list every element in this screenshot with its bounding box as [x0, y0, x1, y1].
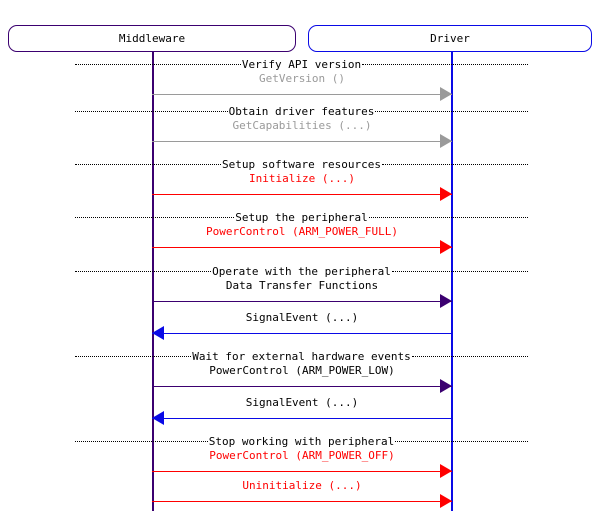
- message-uninitialize[interactable]: Uninitialize (...): [152, 479, 452, 509]
- section-divider-setup-software-resources: Setup software resources: [75, 157, 529, 171]
- message-powercontrol-full[interactable]: PowerControl (ARM_POWER_FULL): [152, 225, 452, 255]
- divider-rule-right: [411, 355, 529, 357]
- section-divider-wait-for-external-hardware-events: Wait for external hardware events: [75, 349, 529, 363]
- divider-rule-left: [75, 216, 235, 218]
- arrowhead-left-icon: [152, 411, 164, 425]
- divider-rule-right: [368, 216, 529, 218]
- message-line: [152, 141, 452, 142]
- section-caption: Wait for external hardware events: [192, 349, 411, 363]
- message-label: SignalEvent (...): [245, 311, 359, 324]
- arrowhead-right-icon: [440, 379, 452, 393]
- arrowhead-right-icon: [440, 494, 452, 508]
- section-divider-stop-working-with-peripheral: Stop working with peripheral: [75, 434, 528, 448]
- arrowhead-right-icon: [440, 87, 452, 101]
- divider-rule-left: [75, 440, 208, 442]
- section-caption: Stop working with peripheral: [208, 434, 395, 448]
- message-label: PowerControl (ARM_POWER_LOW): [209, 364, 395, 377]
- lifeline-middleware: [152, 52, 154, 511]
- section-caption: Verify API version: [241, 57, 362, 71]
- message-line: [152, 333, 452, 334]
- actor-label-driver: Driver: [430, 32, 470, 45]
- message-line: [152, 418, 452, 419]
- divider-rule-left: [75, 163, 222, 165]
- message-label: Data Transfer Functions: [225, 279, 379, 292]
- section-divider-operate-with-the-peripheral: Operate with the peripheral: [75, 264, 528, 278]
- message-line: [152, 386, 452, 387]
- section-caption: Operate with the peripheral: [212, 264, 391, 278]
- arrowhead-right-icon: [440, 187, 452, 201]
- message-line: [152, 501, 452, 502]
- message-signalevent-2[interactable]: SignalEvent (...): [152, 396, 452, 426]
- message-powercontrol-low[interactable]: PowerControl (ARM_POWER_LOW): [152, 364, 452, 394]
- divider-rule-left: [75, 270, 212, 272]
- message-line: [152, 301, 452, 302]
- message-label: SignalEvent (...): [245, 396, 359, 409]
- message-label: PowerControl (ARM_POWER_FULL): [205, 225, 399, 238]
- divider-rule-right: [395, 440, 528, 442]
- arrowhead-left-icon: [152, 326, 164, 340]
- section-caption: Setup software resources: [222, 157, 381, 171]
- arrowhead-right-icon: [440, 240, 452, 254]
- message-label: PowerControl (ARM_POWER_OFF): [209, 449, 395, 462]
- message-label: GetVersion (): [258, 72, 346, 85]
- divider-rule-left: [75, 63, 241, 65]
- section-divider-obtain-driver-features: Obtain driver features: [75, 104, 529, 118]
- divider-rule-right: [362, 63, 528, 65]
- message-line: [152, 247, 452, 248]
- divider-rule-right: [381, 163, 529, 165]
- section-caption: Obtain driver features: [228, 104, 375, 118]
- message-getversion[interactable]: GetVersion (): [152, 72, 452, 102]
- message-label: Uninitialize (...): [242, 479, 362, 492]
- message-line: [152, 471, 452, 472]
- actor-box-middleware[interactable]: Middleware: [8, 25, 296, 52]
- divider-rule-right: [375, 110, 529, 112]
- lifeline-driver: [451, 52, 453, 511]
- actor-label-middleware: Middleware: [118, 32, 186, 45]
- message-label: GetCapabilities (...): [232, 119, 372, 132]
- section-divider-verify-api-version: Verify API version: [75, 57, 528, 71]
- divider-rule-left: [75, 355, 192, 357]
- section-divider-setup-the-peripheral: Setup the peripheral: [75, 210, 529, 224]
- message-line: [152, 94, 452, 95]
- message-getcapabilities[interactable]: GetCapabilities (...): [152, 119, 452, 149]
- message-label: Initialize (...): [249, 172, 355, 185]
- message-signalevent-1[interactable]: SignalEvent (...): [152, 311, 452, 341]
- divider-rule-right: [391, 270, 528, 272]
- message-line: [152, 194, 452, 195]
- message-powercontrol-off[interactable]: PowerControl (ARM_POWER_OFF): [152, 449, 452, 479]
- arrowhead-right-icon: [440, 134, 452, 148]
- message-initialize[interactable]: Initialize (...): [152, 172, 452, 202]
- message-data-transfer-functions[interactable]: Data Transfer Functions: [152, 279, 452, 309]
- arrowhead-right-icon: [440, 464, 452, 478]
- actor-box-driver[interactable]: Driver: [308, 25, 592, 52]
- arrowhead-right-icon: [440, 294, 452, 308]
- section-caption: Setup the peripheral: [235, 210, 368, 224]
- divider-rule-left: [75, 110, 228, 112]
